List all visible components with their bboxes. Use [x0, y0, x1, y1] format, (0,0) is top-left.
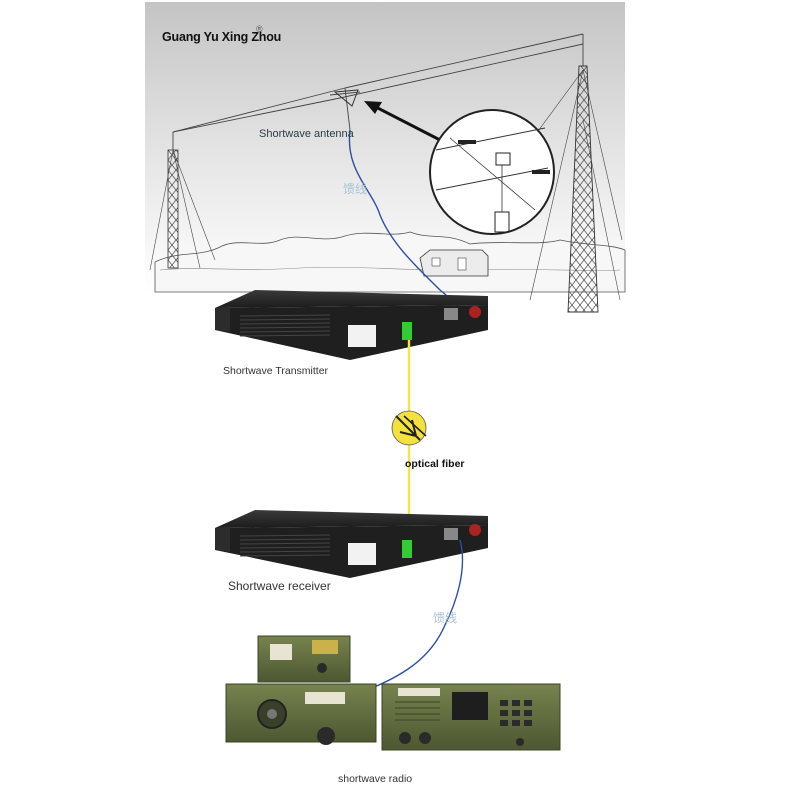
hill-outline	[154, 231, 626, 293]
receiver-nameplate	[348, 543, 376, 565]
label-feeder-bottom: 馈线	[433, 611, 458, 625]
feed-point	[333, 89, 359, 107]
right-antenna-tower	[479, 65, 623, 313]
shortwave-receiver	[215, 510, 488, 578]
feed-point-magnifier	[429, 109, 555, 235]
radio-tuner-unit	[225, 683, 377, 743]
label-shortwave-radio: shortwave radio	[338, 773, 413, 785]
transmitter-rf-connector	[469, 306, 481, 318]
label-shortwave-antenna: Shortwave antenna	[259, 128, 354, 140]
antenna-scene	[145, 2, 626, 313]
label-shortwave-transmitter: Shortwave Transmitter	[223, 365, 329, 377]
equipment-shelter	[419, 249, 489, 277]
zoom-arrow	[371, 103, 441, 142]
brand-name: Guang Yu Xing Zhou	[162, 30, 282, 44]
shortwave-radio-set	[225, 635, 561, 751]
label-optical-fiber: optical fiber	[405, 458, 465, 470]
label-shortwave-receiver: Shortwave receiver	[228, 579, 331, 593]
label-feeder-top: 馈线	[343, 182, 368, 196]
transmitter-fiber-port	[402, 322, 412, 340]
receiver-fiber-port	[402, 540, 412, 558]
shortwave-transmitter	[215, 290, 488, 360]
left-antenna-tower	[149, 149, 216, 271]
zoom-arrowhead	[364, 101, 382, 114]
receiver-rf-connector	[469, 524, 481, 536]
radio-display	[452, 692, 488, 720]
antenna-wires	[172, 33, 584, 150]
fiber-badge	[391, 410, 427, 446]
transmitter-nameplate	[348, 325, 376, 347]
brand-registered-mark: ®	[256, 24, 263, 34]
